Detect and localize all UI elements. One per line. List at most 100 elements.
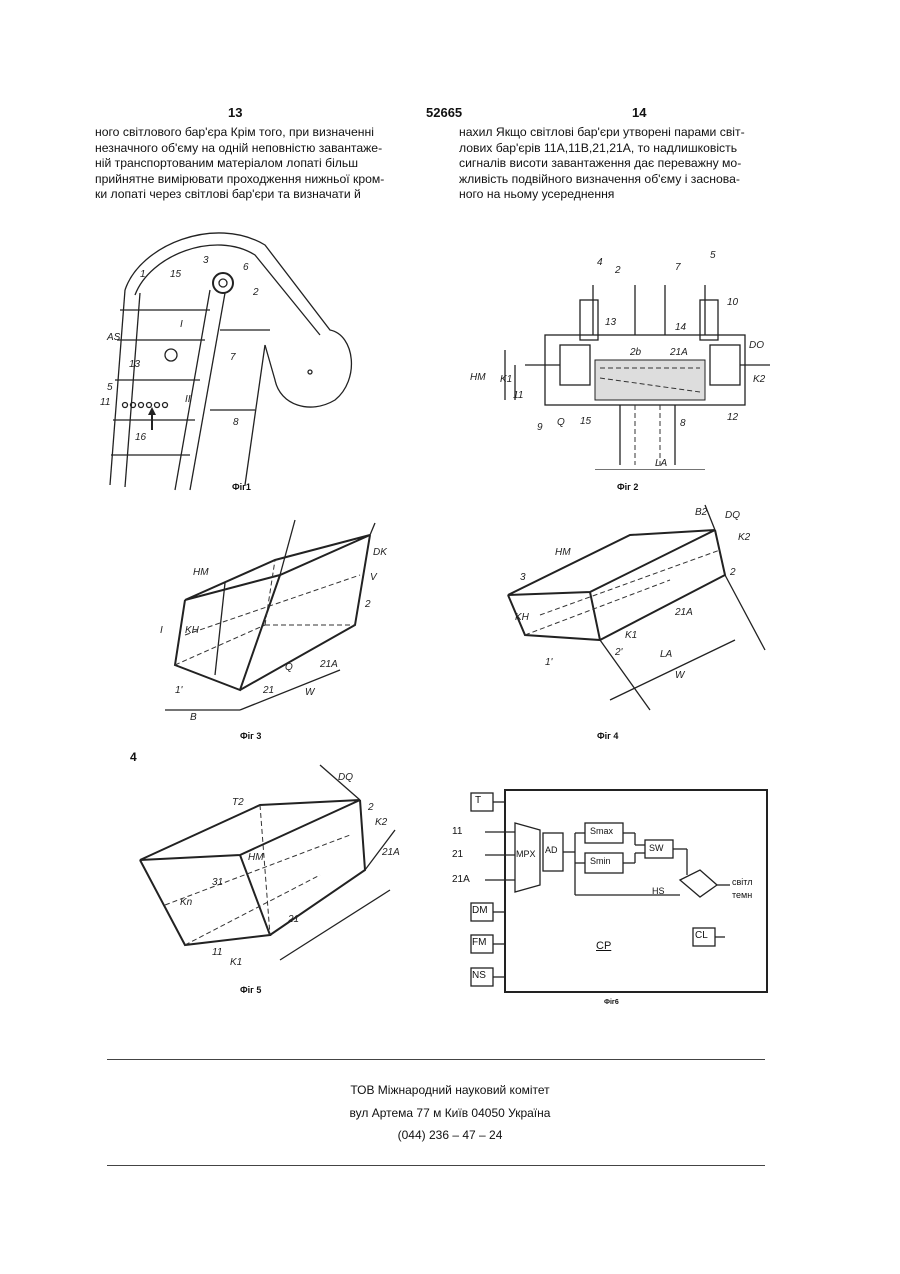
text-line: лових бар'єрів 11A,11B,21,21A, то надлиш… [459, 141, 789, 157]
text-line: ки лопаті через світлові бар'єри та визн… [95, 187, 425, 203]
svg-text:21A: 21A [381, 847, 400, 858]
svg-text:DK: DK [373, 547, 388, 558]
svg-text:KH: KH [515, 612, 530, 623]
svg-text:2: 2 [729, 567, 736, 578]
svg-text:21A: 21A [674, 607, 693, 618]
figure-4-caption: Фіг 4 [597, 731, 618, 741]
svg-text:3: 3 [203, 255, 209, 266]
svg-text:LA: LA [655, 458, 668, 469]
right-text-column: нахил Якщо світлові бар'єри утворені пар… [459, 125, 789, 203]
text-line: ного на ньому усереднення [459, 187, 789, 203]
svg-text:2: 2 [364, 599, 371, 610]
block-ns: NS [472, 970, 486, 981]
svg-text:15: 15 [170, 269, 182, 280]
block-smax: Smax [590, 826, 613, 836]
svg-text:Q: Q [285, 662, 293, 673]
svg-text:7: 7 [230, 352, 236, 363]
svg-text:Kn: Kn [180, 897, 193, 908]
svg-text:KH: KH [185, 625, 200, 636]
svg-text:2': 2' [614, 647, 624, 658]
svg-text:K1: K1 [230, 957, 242, 968]
svg-text:6: 6 [243, 262, 249, 273]
svg-text:AS: AS [106, 332, 121, 343]
svg-text:7: 7 [675, 262, 681, 273]
page-number-right: 14 [632, 105, 646, 120]
footer-phone: (044) 236 – 47 – 24 [0, 1128, 900, 1142]
text-line: жливість подвійного визначення об'єму і … [459, 172, 789, 188]
svg-text:II: II [185, 394, 191, 405]
svg-text:13: 13 [605, 317, 617, 328]
footer-rule-bottom [107, 1165, 765, 1166]
svg-text:9: 9 [537, 422, 543, 433]
svg-text:DQ: DQ [338, 772, 353, 783]
svg-text:K1: K1 [500, 374, 512, 385]
input-label-21a: 21A [452, 874, 470, 885]
svg-text:V: V [370, 572, 378, 583]
figure-5-drawing: DQT2 2K2 21AHM 31Kn 2111 K1 [120, 760, 405, 975]
figure-1-caption: Фіг1 [232, 482, 251, 492]
figure-3-caption: Фіг 3 [240, 731, 261, 741]
signal-hs: HS [652, 886, 665, 896]
svg-text:K2: K2 [753, 374, 766, 385]
svg-text:K1: K1 [625, 630, 637, 641]
footer-rule-top [107, 1059, 765, 1060]
block-fm: FM [472, 937, 486, 948]
input-label-21: 21 [452, 849, 463, 860]
svg-text:W: W [675, 670, 686, 681]
figure-1-drawing: 115 36 27 816 115 AS13 III [95, 215, 375, 500]
figure-4-drawing: B2DQ HMK2 23 21AKH K11' 2'LA W [500, 500, 770, 725]
svg-text:8: 8 [233, 417, 239, 428]
output-dark: темн [732, 890, 752, 900]
figure-5-caption: Фіг 5 [240, 985, 261, 995]
svg-text:21: 21 [287, 914, 299, 925]
figure-6-drawing [455, 785, 770, 995]
page-number-left: 13 [228, 105, 242, 120]
text-line: прийнятне вимірювати проходження нижньої… [95, 172, 425, 188]
svg-text:1': 1' [545, 657, 554, 668]
svg-text:1: 1 [140, 269, 146, 280]
block-ad: AD [545, 845, 558, 855]
block-t: T [475, 795, 481, 806]
svg-text:3: 3 [520, 572, 526, 583]
svg-text:B: B [190, 712, 197, 723]
svg-text:15: 15 [580, 416, 592, 427]
footer-org: ТОВ Міжнародний науковий комітет [0, 1083, 900, 1097]
left-text-column: ного світлового бар'єра Крім того, при в… [95, 125, 425, 203]
svg-text:B2: B2 [695, 507, 708, 518]
svg-text:13: 13 [129, 359, 141, 370]
svg-text:31: 31 [212, 877, 223, 888]
svg-text:12: 12 [727, 412, 739, 423]
svg-text:11: 11 [212, 947, 222, 958]
svg-text:W: W [305, 687, 316, 698]
svg-text:2b: 2b [629, 347, 642, 358]
block-mpx: MPX [516, 849, 536, 859]
svg-text:16: 16 [135, 432, 147, 443]
figure-6-caption: Фіг6 [604, 999, 619, 1006]
svg-text:HM: HM [470, 372, 486, 383]
text-line: ній транспортованим матеріалом лопаті бі… [95, 156, 425, 172]
input-label-11: 11 [452, 826, 462, 837]
text-line: ного світлового бар'єра Крім того, при в… [95, 125, 425, 141]
svg-text:2: 2 [614, 265, 621, 276]
text-line: нахил Якщо світлові бар'єри утворені пар… [459, 125, 789, 141]
svg-text:K2: K2 [738, 532, 751, 543]
svg-text:11: 11 [100, 397, 110, 408]
figure-2-caption: Фіг 2 [617, 482, 638, 492]
svg-text:4: 4 [597, 257, 603, 268]
svg-text:5: 5 [710, 250, 716, 261]
svg-text:DO: DO [749, 340, 764, 351]
svg-text:T2: T2 [232, 797, 244, 808]
svg-text:Q: Q [557, 417, 565, 428]
svg-text:1': 1' [175, 685, 184, 696]
patent-number: 52665 [426, 105, 462, 120]
svg-text:8: 8 [680, 418, 686, 429]
svg-text:DQ: DQ [725, 510, 740, 521]
svg-text:2: 2 [367, 802, 374, 813]
svg-text:2: 2 [252, 287, 259, 298]
svg-text:HM: HM [555, 547, 571, 558]
svg-text:21: 21 [262, 685, 274, 696]
block-smin: Smin [590, 856, 611, 866]
figure-2-drawing: 42 75 1013 142b 21ADO HMK1 K211 9Q 158 1… [465, 240, 775, 470]
svg-text:14: 14 [675, 322, 687, 333]
svg-text:I: I [160, 625, 163, 636]
